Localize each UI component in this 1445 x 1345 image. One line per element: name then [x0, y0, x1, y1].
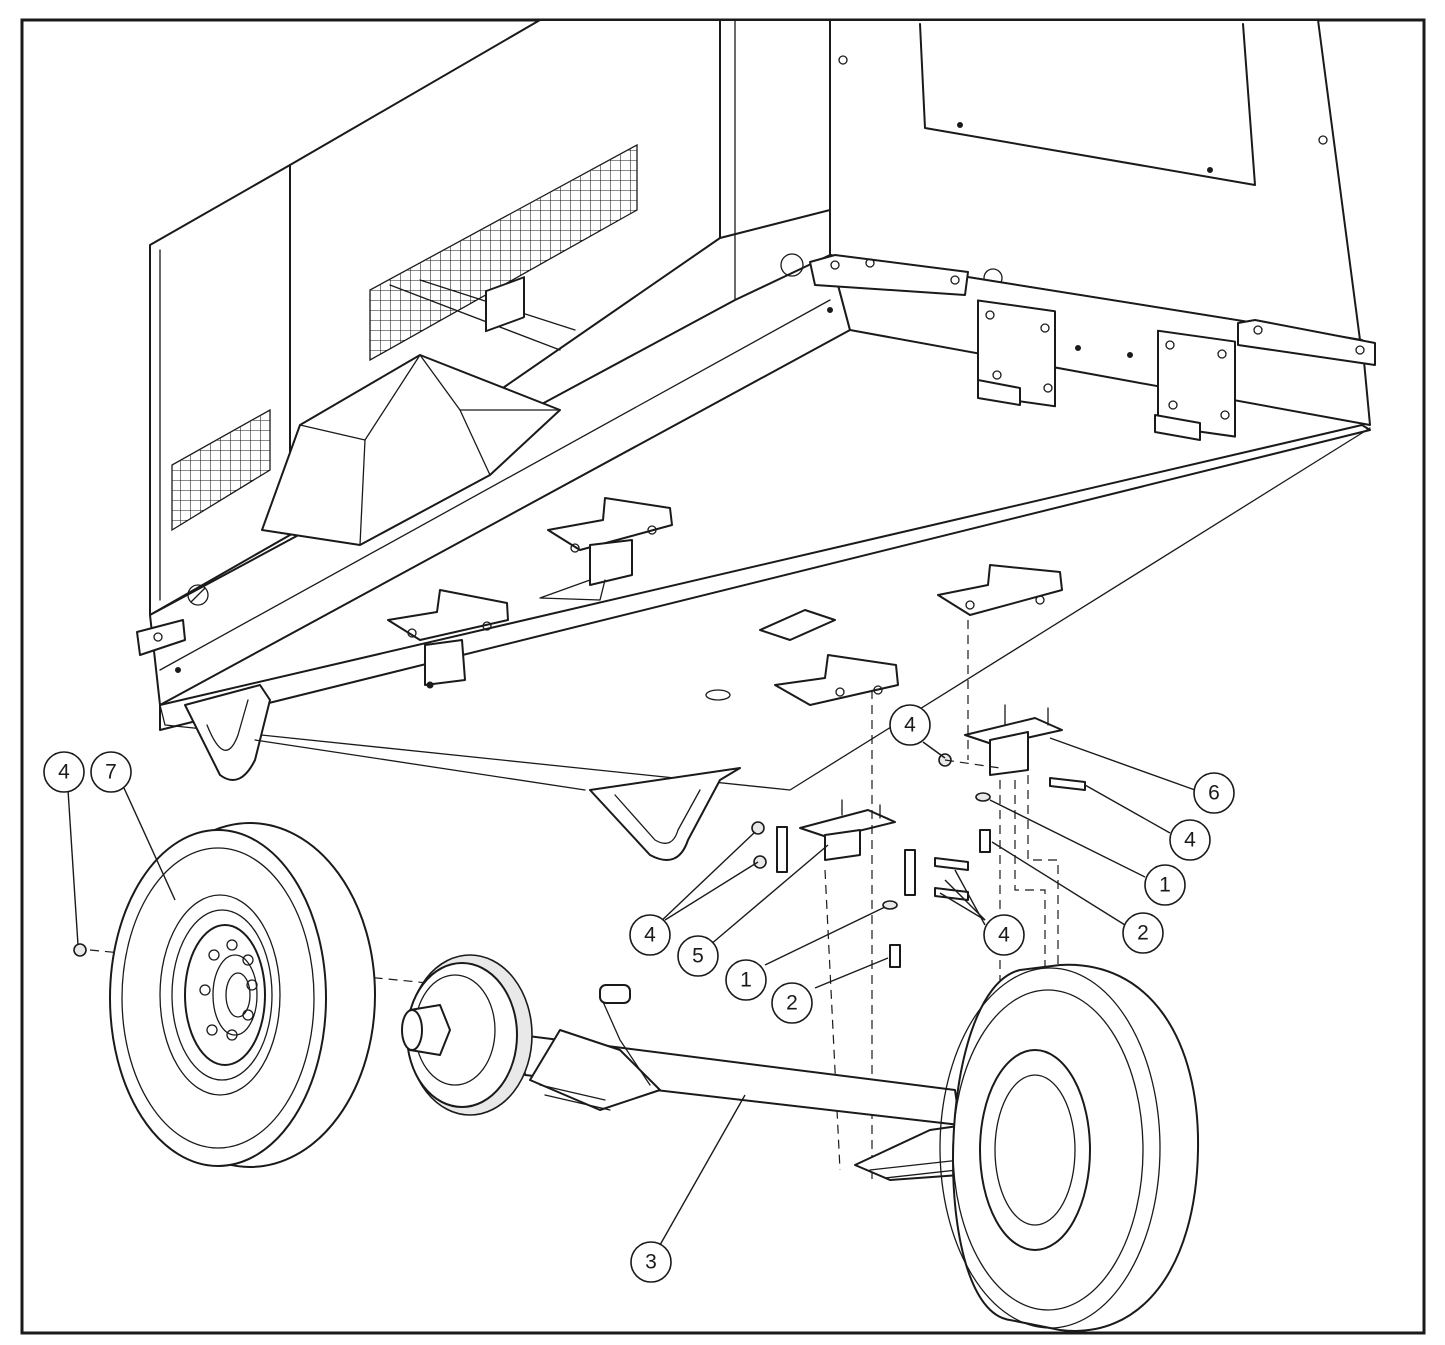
callout-4-nuts-shackle: 4: [629, 914, 671, 956]
callout-3-axle: 3: [630, 1241, 672, 1283]
callout-label: 4: [904, 714, 916, 737]
callout-label: 4: [644, 924, 656, 947]
callout-label: 5: [692, 945, 704, 968]
callout-label: 7: [105, 761, 117, 784]
wheel-right: [939, 963, 1200, 1332]
callout-label: 6: [1208, 782, 1220, 805]
callout-5-hanger-bracket: 5: [677, 935, 719, 977]
generator-enclosure: [136, 19, 1376, 861]
callout-1-washer-middle: 1: [725, 959, 767, 1001]
callout-label: 4: [1184, 829, 1196, 852]
callout-label: 1: [740, 969, 752, 992]
callout-label: 3: [645, 1251, 657, 1274]
callout-4-bolt-hanger: 4: [1169, 819, 1211, 861]
underside-mounting-brackets: [387, 497, 1063, 706]
tow-hook-rear: [589, 767, 741, 861]
callout-7-wheel: 7: [90, 751, 132, 793]
callout-2-bolt-middle: 2: [771, 982, 813, 1024]
callout-label: 2: [1137, 922, 1149, 945]
callout-4-nut-wheel: 4: [43, 751, 85, 793]
callout-label: 1: [1159, 874, 1171, 897]
intake-grille-upper: [369, 143, 638, 362]
callout-label: 4: [58, 761, 70, 784]
callout-1-washer-right: 1: [1144, 864, 1186, 906]
callout-label: 2: [786, 992, 798, 1015]
leader-lines: [67, 737, 1196, 1246]
callout-4-nut-hanger: 4: [889, 704, 931, 746]
intake-grille-lower: [171, 408, 271, 532]
tow-hook-left: [184, 684, 271, 781]
callout-label: 4: [998, 924, 1010, 947]
callout-2-bolt-right: 2: [1122, 912, 1164, 954]
wheel-left: [109, 822, 376, 1168]
callout-4-bolts-shackle: 4: [983, 914, 1025, 956]
callout-6-hanger-bracket: 6: [1193, 772, 1235, 814]
exploded-hardware: [73, 704, 1086, 968]
